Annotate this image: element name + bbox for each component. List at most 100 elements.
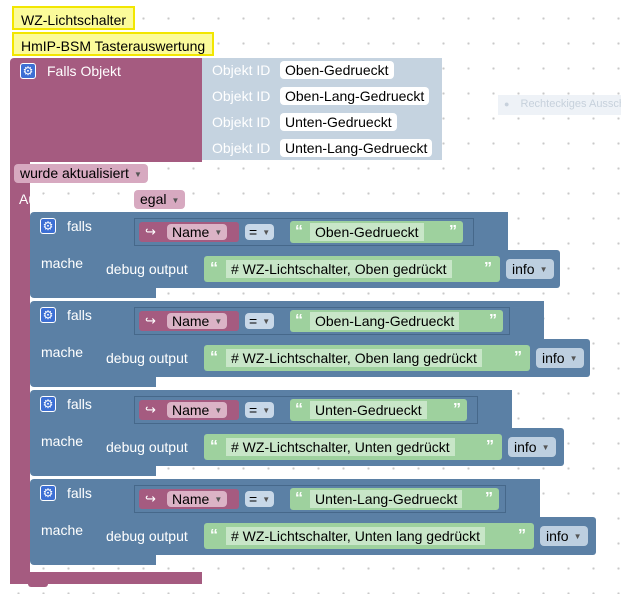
- script-description-text: HmIP-BSM Tasterauswertung: [21, 38, 206, 54]
- if-label: falls: [67, 485, 92, 501]
- debug-output-block[interactable]: debug output “ # WZ-Lichtschalter, Oben …: [96, 339, 590, 377]
- then-label: mache: [41, 522, 84, 538]
- log-level-value: info: [512, 261, 535, 277]
- open-quote-icon: “: [295, 312, 303, 329]
- close-quote-icon: ”: [514, 349, 522, 366]
- log-level-dropdown[interactable]: info▼: [508, 437, 556, 457]
- open-quote-icon: “: [210, 349, 218, 366]
- compare-block[interactable]: ↪ Name▼ =▼ “ Oben-Lang-Gedrueckt ”: [134, 307, 510, 335]
- if-block[interactable]: ⚙ falls mache ↪ Name▼ =▼ “ Oben-Gedrueck…: [30, 212, 570, 298]
- compare-value[interactable]: Oben-Gedrueckt: [310, 223, 424, 241]
- chevron-down-icon: ▼: [262, 228, 271, 238]
- compare-value[interactable]: Unten-Lang-Gedrueckt: [310, 490, 463, 508]
- event-dropdown-value: wurde aktualisiert: [20, 165, 129, 181]
- chevron-down-icon: ▼: [214, 495, 223, 505]
- log-level-dropdown[interactable]: info▼: [506, 259, 554, 279]
- variable-get-icon: ↪: [145, 313, 156, 328]
- operator-dropdown[interactable]: =▼: [245, 313, 275, 329]
- close-quote-icon: ”: [518, 527, 526, 544]
- gear-icon[interactable]: ⚙: [40, 396, 56, 412]
- script-name-text: WZ-Lichtschalter: [21, 12, 127, 28]
- debug-text[interactable]: # WZ-Lichtschalter, Oben lang gedrückt: [226, 349, 482, 367]
- compare-value[interactable]: Oben-Lang-Gedrueckt: [310, 312, 460, 330]
- trigger-block[interactable]: ⚙ Falls Objekt wurde aktualisiert▼ Auslö…: [10, 58, 202, 587]
- variable-name-dropdown[interactable]: Name▼: [167, 313, 228, 329]
- operator-value: =: [249, 224, 258, 240]
- log-level-dropdown[interactable]: info▼: [536, 348, 584, 368]
- debug-output-label: debug output: [106, 261, 188, 277]
- string-block[interactable]: “ Oben-Lang-Gedrueckt ”: [290, 310, 503, 332]
- ghost-icon: ●: [504, 99, 510, 109]
- object-id-label: Objekt ID: [212, 114, 271, 130]
- variable-name-dropdown[interactable]: Name ▼: [167, 491, 228, 507]
- open-quote-icon: “: [210, 260, 218, 277]
- event-dropdown[interactable]: wurde aktualisiert▼: [14, 164, 148, 183]
- if-block[interactable]: ⚙ falls mache ↪ Name▼ =▼ “ Oben-Lang-Ged…: [30, 301, 590, 387]
- string-block[interactable]: “ Unten-Gedrueckt ”: [290, 399, 467, 421]
- string-block[interactable]: “ # WZ-Lichtschalter, Oben gedrückt ”: [204, 256, 500, 282]
- ghost-block[interactable]: ● Rechteckiges Ausschnitt: [498, 95, 621, 115]
- variable-name: Name: [172, 402, 210, 418]
- string-block[interactable]: “ Unten-Lang-Gedrueckt ”: [290, 488, 499, 510]
- debug-text[interactable]: # WZ-Lichtschalter, Unten lang gedrückt: [226, 527, 486, 545]
- operator-dropdown[interactable]: =▼: [245, 491, 275, 507]
- if-label: falls: [67, 218, 92, 234]
- trigger-by-dropdown[interactable]: egal▼: [134, 190, 186, 209]
- object-id-field[interactable]: Unten-Lang-Gedrueckt: [280, 139, 433, 157]
- compare-block[interactable]: ↪ Name ▼ =▼ “ Unten-Lang-Gedrueckt ”: [134, 485, 506, 513]
- debug-text[interactable]: # WZ-Lichtschalter, Unten gedrückt: [226, 438, 455, 456]
- compare-block[interactable]: ↪ Name▼ =▼ “ Oben-Gedrueckt ”: [134, 218, 474, 246]
- object-id-field[interactable]: Oben-Gedrueckt: [280, 61, 394, 79]
- object-id-field[interactable]: Unten-Gedrueckt: [280, 113, 397, 131]
- variable-name-dropdown[interactable]: Name ▼: [167, 402, 228, 418]
- debug-text[interactable]: # WZ-Lichtschalter, Oben gedrückt: [226, 260, 452, 278]
- compare-value[interactable]: Unten-Gedrueckt: [310, 401, 427, 419]
- object-id-field[interactable]: Oben-Lang-Gedrueckt: [280, 87, 430, 105]
- variable-block[interactable]: ↪ Name▼: [139, 400, 239, 420]
- string-block[interactable]: “ # WZ-Lichtschalter, Unten gedrückt ”: [204, 434, 502, 460]
- debug-output-block[interactable]: debug output “ # WZ-Lichtschalter, Unten…: [96, 428, 564, 466]
- open-quote-icon: “: [295, 490, 303, 507]
- then-label: mache: [41, 433, 84, 449]
- object-id-label: Objekt ID: [212, 88, 271, 104]
- variable-name: Name: [172, 491, 210, 507]
- variable-get-icon: ↪: [145, 224, 156, 239]
- compare-block[interactable]: ↪ Name▼ =▼ “ Unten-Gedrueckt ”: [134, 396, 478, 424]
- script-description-comment[interactable]: HmIP-BSM Tasterauswertung: [12, 32, 215, 56]
- gear-icon[interactable]: ⚙: [40, 218, 56, 234]
- log-level-value: info: [514, 439, 537, 455]
- debug-output-block[interactable]: debug output “ # WZ-Lichtschalter, Unten…: [96, 517, 596, 555]
- operator-dropdown[interactable]: =▼: [245, 402, 275, 418]
- debug-output-block[interactable]: debug output “ # WZ-Lichtschalter, Oben …: [96, 250, 560, 288]
- trigger-label: Falls Objekt: [47, 63, 121, 79]
- open-quote-icon: “: [295, 401, 303, 418]
- trigger-by-label: Auslösung durch: [19, 191, 124, 207]
- variable-name: Name: [172, 224, 210, 240]
- object-id-list[interactable]: Objekt ID Oben-Gedrueckt Objekt ID Oben-…: [202, 58, 442, 160]
- chevron-down-icon: ▼: [262, 317, 271, 327]
- gear-icon[interactable]: ⚙: [40, 307, 56, 323]
- script-name-comment[interactable]: WZ-Lichtschalter: [12, 6, 136, 30]
- variable-block[interactable]: ↪ Name▼: [139, 311, 239, 331]
- variable-get-icon: ↪: [145, 491, 156, 506]
- chevron-down-icon: ▼: [214, 406, 223, 416]
- trigger-by-value: egal: [140, 191, 167, 207]
- if-label: falls: [67, 307, 92, 323]
- variable-name-dropdown[interactable]: Name▼: [167, 224, 228, 240]
- gear-icon[interactable]: ⚙: [40, 485, 56, 501]
- operator-value: =: [249, 491, 258, 507]
- chevron-down-icon: ▼: [573, 532, 582, 542]
- trigger-gear-icon[interactable]: ⚙: [20, 63, 36, 79]
- debug-output-label: debug output: [106, 350, 188, 366]
- debug-output-label: debug output: [106, 528, 188, 544]
- operator-dropdown[interactable]: =▼: [245, 224, 275, 240]
- log-level-dropdown[interactable]: info▼: [540, 526, 588, 546]
- chevron-down-icon: ▼: [569, 354, 578, 364]
- variable-block[interactable]: ↪ Name▼: [139, 222, 239, 242]
- string-block[interactable]: “ Oben-Gedrueckt ”: [290, 221, 463, 243]
- variable-block[interactable]: ↪ Name ▼: [139, 489, 239, 509]
- if-block[interactable]: ⚙ falls mache ↪ Name▼ =▼ “ Unten-Lang-Ge…: [30, 479, 600, 565]
- string-block[interactable]: “ # WZ-Lichtschalter, Unten lang gedrück…: [204, 523, 534, 549]
- string-block[interactable]: “ # WZ-Lichtschalter, Oben lang gedrückt…: [204, 345, 530, 371]
- if-block[interactable]: ⚙ falls mache ↪ Name▼ =▼ “ Unten-Gedruec…: [30, 390, 570, 476]
